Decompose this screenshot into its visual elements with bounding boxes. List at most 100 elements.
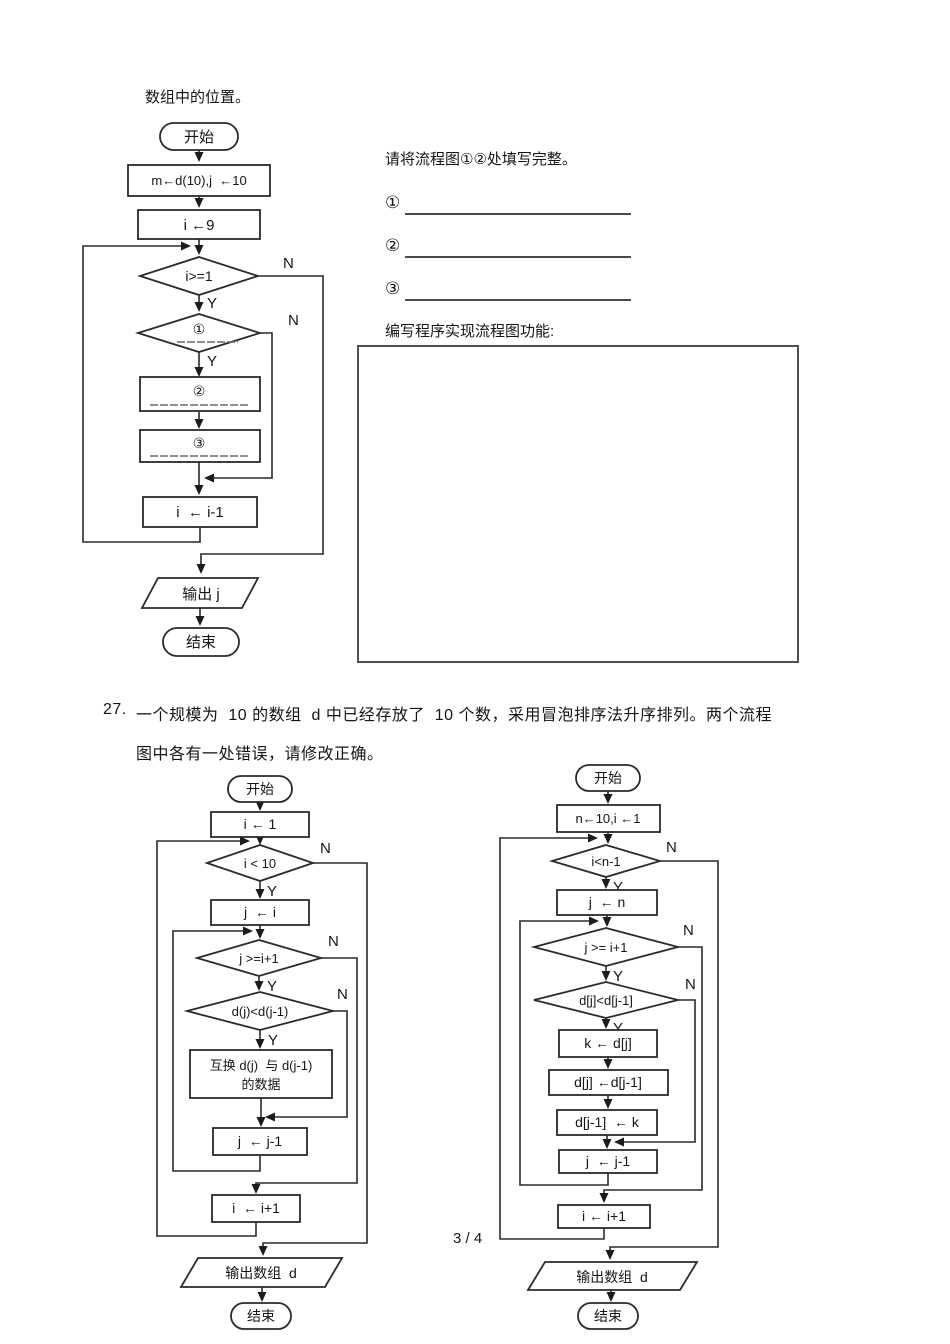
fc2-outer-loopback xyxy=(156,836,257,1237)
fc3-swap-n-label: N xyxy=(685,976,696,993)
fc2-inner-label: j >=i+1 xyxy=(238,951,278,966)
fc1-init-node: m←d(10),j ←10 xyxy=(127,164,271,197)
q27-line1: 一个规模为 10 的数组 d 中已经存放了 10 个数，采用冒泡排序法升序排列。… xyxy=(136,707,773,724)
fc1-blank1-y-label: Y xyxy=(207,353,217,370)
fc2-end-node: 结束 xyxy=(230,1302,292,1330)
fc2-swap-no-branch xyxy=(265,1010,348,1122)
answer-blank-1: ① xyxy=(385,191,632,215)
answer-blank-3-marker: ③ xyxy=(385,279,401,298)
fc3-setdj1-node: d[j-1] ← k xyxy=(556,1109,658,1136)
fc1-seti-node: i ←9 xyxy=(137,209,261,240)
fc3-decj-label: j ← j-1 xyxy=(585,1153,631,1169)
fc3-setj-label: j ← n xyxy=(588,894,626,910)
fc1-blank3-label: ③ xyxy=(193,435,206,451)
fc3-setk-label: k ← d[j] xyxy=(584,1035,631,1051)
fc3-outer-no-branch xyxy=(605,860,719,1260)
fc3-init-label: n←10,i ←1 xyxy=(575,811,640,826)
fc3-outer-label: i<n-1 xyxy=(591,854,620,869)
fc2-outer-n-label: N xyxy=(320,840,331,857)
fc3-start-label: 开始 xyxy=(594,770,622,786)
fc2-end-label: 结束 xyxy=(247,1308,275,1324)
fc3-inner-diamond: j >= i+1 xyxy=(530,927,682,967)
fc1-start-node: 开始 xyxy=(159,122,239,151)
fc1-seti-label: i ←9 xyxy=(184,217,215,234)
fc2-inner-diamond: j >=i+1 xyxy=(193,939,325,977)
flowchart-bubble-right: 开始 n←10,i ←1 i<n-1 N Y j ← n j >= i+1 N … xyxy=(499,764,719,1330)
fc2-setj-label: j ← i xyxy=(243,904,276,920)
fc3-setj-node: j ← n xyxy=(556,889,658,916)
fc1-blank1-diamond: ① xyxy=(134,313,264,353)
flowchart-bubble-left: 开始 i ← 1 i < 10 N Y j ← i j >=i+1 N Y d(… xyxy=(156,775,368,1330)
answer-blank-2: ② xyxy=(385,234,632,258)
fc3-swap-no-branch xyxy=(614,999,696,1147)
fc1-blank2-box: ② xyxy=(139,376,261,412)
fc2-outer-no-branch xyxy=(258,862,368,1256)
fc3-init-node: n←10,i ←1 xyxy=(556,804,661,833)
fc3-inner-y-label: Y xyxy=(613,968,623,985)
fc1-blank1-no-branch xyxy=(204,332,273,483)
answer-blank-2-marker: ② xyxy=(385,236,401,255)
fc3-inci-node: i ← i+1 xyxy=(557,1204,651,1229)
fc3-inner-no-branch xyxy=(599,946,703,1203)
fc2-start-label: 开始 xyxy=(246,781,274,797)
fc2-inci-label: i ← i+1 xyxy=(232,1200,280,1216)
fc2-setj-node: j ← i xyxy=(210,899,310,926)
fc3-outer-y-label: Y xyxy=(613,879,623,896)
program-answer-box xyxy=(357,345,799,663)
fc3-output-node: 输出数组 d xyxy=(526,1261,699,1291)
fc3-swap-cond-label: d[j]<d[j-1] xyxy=(579,993,633,1008)
fc2-decj-label: j ← j-1 xyxy=(237,1133,283,1149)
fc2-swap-box: 互换 d(j) 与 d(j-1) 的数据 xyxy=(189,1049,333,1099)
fc3-output-label: 输出数组 d xyxy=(576,1269,648,1285)
fc2-init-label: i ← 1 xyxy=(244,816,277,832)
fc1-cond-no-branch xyxy=(196,275,324,574)
fc3-inci-label: i ← i+1 xyxy=(582,1208,626,1224)
fc3-inner-n-label: N xyxy=(683,922,694,939)
fc2-swap-y-label: Y xyxy=(268,1032,278,1049)
fc2-output-label: 输出数组 d xyxy=(225,1265,297,1281)
fc1-blank1-label: ① xyxy=(193,321,206,337)
answer-blank-1-line xyxy=(405,193,632,215)
fc1-end-node: 结束 xyxy=(162,627,240,657)
fc3-swap-diamond: d[j]<d[j-1] xyxy=(533,981,679,1019)
fc1-output-node: 输出 j xyxy=(140,577,260,609)
fc2-init-node: i ← 1 xyxy=(210,811,310,838)
fc2-swap-diamond: d(j)<d(j-1) xyxy=(183,991,337,1031)
fc3-decj-node: j ← j-1 xyxy=(558,1149,658,1174)
fc2-outer-label: i < 10 xyxy=(244,856,276,871)
fc2-swap-line1: 互换 d(j) 与 d(j-1) xyxy=(210,1058,313,1073)
fc2-inner-y-label: Y xyxy=(267,978,277,995)
fc3-inner-label: j >= i+1 xyxy=(583,940,627,955)
fc2-start-node: 开始 xyxy=(227,775,293,803)
fill-prompt: 请将流程图①②处填写完整。 xyxy=(385,151,577,168)
fc2-decj-node: j ← j-1 xyxy=(212,1127,308,1156)
fc1-loopback xyxy=(82,241,201,543)
fc1-init-label: m←d(10),j ←10 xyxy=(151,173,246,188)
fc1-blank1-n-label: N xyxy=(288,312,299,329)
fc3-end-label: 结束 xyxy=(594,1308,622,1324)
fc3-outer-n-label: N xyxy=(666,839,677,856)
page-number: 3 / 4 xyxy=(453,1230,483,1247)
fc1-blank2-label: ② xyxy=(193,383,206,399)
fc3-setdj-label: d[j] ←d[j-1] xyxy=(574,1074,642,1090)
top-note: 数组中的位置。 xyxy=(145,89,251,106)
fc3-outer-diamond: i<n-1 xyxy=(548,844,664,878)
fc2-output-node: 输出数组 d xyxy=(179,1257,344,1288)
fc2-outer-y-label: Y xyxy=(267,883,277,900)
fc2-inner-n-label: N xyxy=(328,933,339,950)
answer-blank-3-line xyxy=(405,279,632,301)
program-prompt: 编写程序实现流程图功能: xyxy=(385,323,555,340)
fc2-swap-line2: 的数据 xyxy=(241,1077,280,1092)
fc3-setdj1-label: d[j-1] ← k xyxy=(575,1114,640,1130)
fc1-dec-label: i ← i-1 xyxy=(176,504,224,521)
flowchart-find-position: 开始 m←d(10),j ←10 i ←9 i>=1 N Y ① N Y ② xyxy=(82,122,324,657)
fc1-cond-n-label: N xyxy=(283,255,294,272)
fc2-inner-no-branch xyxy=(251,957,358,1194)
answer-blank-2-line xyxy=(405,236,632,258)
fc1-output-label: 输出 j xyxy=(182,586,220,603)
fc3-end-node: 结束 xyxy=(577,1302,639,1330)
fc3-setk-node: k ← d[j] xyxy=(558,1029,658,1058)
fc1-cond-label: i>=1 xyxy=(185,268,212,284)
fc2-outer-diamond: i < 10 xyxy=(204,844,316,882)
